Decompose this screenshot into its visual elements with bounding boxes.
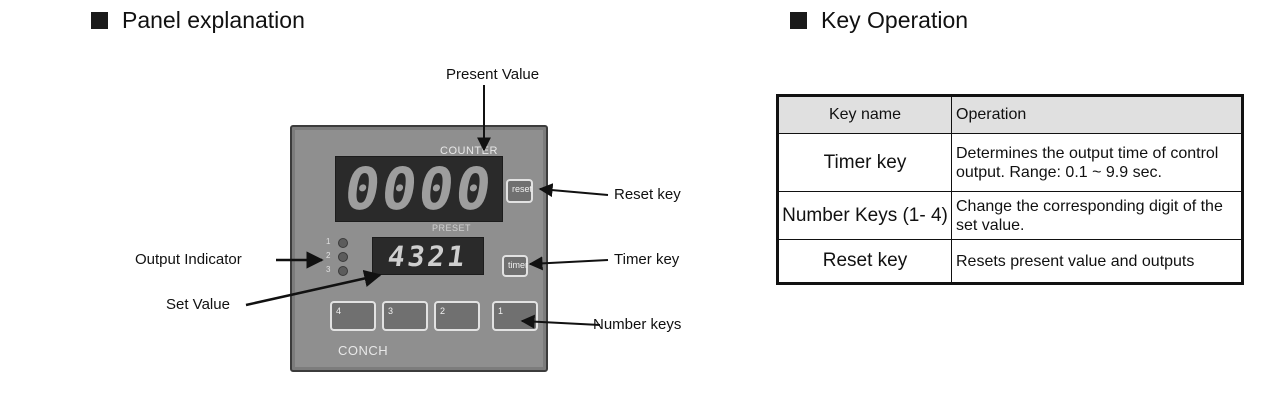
key-operation-table: Key name Operation Timer key Determines … [776, 94, 1244, 285]
timer-button[interactable]: timer [502, 255, 528, 277]
panel-explanation-title-text: Panel explanation [122, 7, 305, 33]
led-number-3: 3 [326, 265, 331, 274]
present-value-digits: 0000 [340, 155, 498, 223]
panel-explanation-title: Panel explanation [91, 7, 305, 34]
set-value-callout: Set Value [166, 296, 230, 313]
output-indicator-callout: Output Indicator [135, 251, 242, 268]
counter-device-panel: COUNTER 0000 reset PRESET 1 2 3 4321 tim… [290, 125, 548, 372]
output-led-2 [338, 252, 348, 262]
row-operation: Change the corresponding digit of the se… [951, 191, 1243, 240]
led-number-1: 1 [326, 237, 331, 246]
square-bullet-icon [790, 12, 807, 29]
table-row: Reset key Resets present value and outpu… [777, 239, 1243, 284]
table-header-row: Key name Operation [777, 95, 1243, 134]
number-key-1[interactable]: 1 [492, 301, 538, 331]
row-operation: Resets present value and outputs [951, 239, 1243, 284]
number-key-2[interactable]: 2 [434, 301, 480, 331]
row-key-name: Number Keys (1- 4) [777, 191, 952, 240]
table-row: Timer key Determines the output time of … [777, 133, 1243, 192]
brand-label: CONCH [338, 343, 389, 358]
output-led-3 [338, 266, 348, 276]
preset-label: PRESET [432, 223, 472, 233]
header-operation: Operation [951, 95, 1243, 134]
present-value-display: 0000 [335, 155, 503, 223]
set-value-display: 4321 [372, 237, 484, 275]
number-key-3[interactable]: 3 [382, 301, 428, 331]
present-value-callout: Present Value [446, 66, 540, 83]
reset-key-callout: Reset key [614, 186, 681, 203]
header-key-name: Key name [777, 95, 952, 134]
output-led-1 [338, 238, 348, 248]
row-key-name: Timer key [777, 133, 952, 192]
key-operation-title: Key Operation [790, 7, 968, 34]
row-operation: Determines the output time of control ou… [951, 133, 1243, 192]
set-value-digits: 4321 [385, 239, 471, 273]
square-bullet-icon [91, 12, 108, 29]
reset-key-arrow [538, 183, 609, 198]
timer-key-callout: Timer key [614, 251, 680, 268]
led-number-2: 2 [326, 251, 331, 260]
key-operation-title-text: Key Operation [821, 7, 969, 33]
number-key-4[interactable]: 4 [330, 301, 376, 331]
table-row: Number Keys (1- 4) Change the correspond… [777, 191, 1243, 240]
reset-button[interactable]: reset [506, 179, 533, 203]
number-keys-callout: Number keys [593, 316, 682, 333]
row-key-name: Reset key [777, 239, 952, 284]
